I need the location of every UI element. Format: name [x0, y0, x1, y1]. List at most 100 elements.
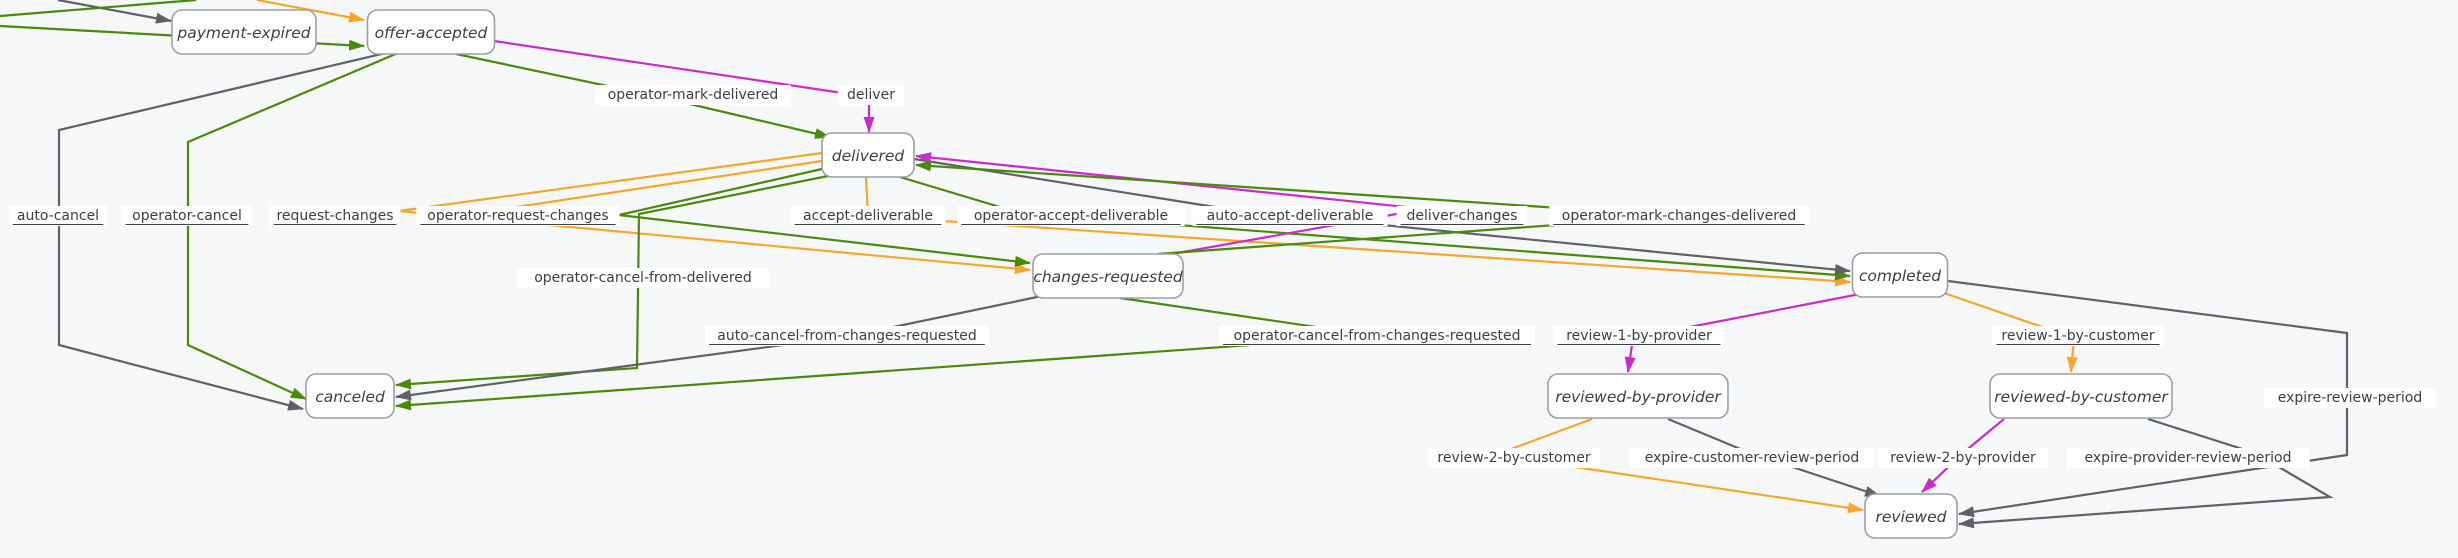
label-bg	[957, 206, 1185, 226]
label-text: operator-cancel-from-delivered	[534, 270, 752, 286]
label-text: review-2-by-provider	[1890, 450, 2036, 466]
label-text: accept-deliverable	[803, 208, 933, 224]
label-bg	[1877, 448, 2049, 468]
state-node-label: payment-expired	[176, 24, 310, 42]
state-node-reviewed[interactable]: reviewed	[1864, 493, 1958, 539]
state-node-box	[1864, 493, 1958, 539]
label-bg	[705, 326, 989, 346]
transition-label-review-1-by-provider[interactable]: review-1-by-provider	[1553, 326, 1725, 346]
label-text: operator-cancel	[132, 208, 242, 224]
label-bg	[790, 206, 946, 226]
label-bg	[2066, 448, 2310, 468]
label-bg	[595, 85, 791, 105]
label-text: deliver	[847, 87, 895, 103]
label-text: expire-customer-review-period	[1645, 450, 1860, 466]
state-node-box	[1851, 252, 1949, 298]
edge-request-changes-fan	[469, 159, 823, 216]
transition-label-operator-accept-deliverable[interactable]: operator-accept-deliverable	[957, 206, 1185, 226]
label-text: expire-provider-review-period	[2085, 450, 2292, 466]
label-text: operator-request-changes	[427, 208, 608, 224]
transition-label-request-changes[interactable]: request-changes	[269, 206, 401, 226]
state-node-box	[171, 9, 317, 55]
state-node-changes-requested[interactable]: changes-requested	[1032, 253, 1184, 299]
label-text: auto-cancel-from-changes-requested	[717, 328, 976, 344]
transition-label-expire-provider-review-period: expire-provider-review-period	[2066, 448, 2310, 468]
label-text: review-1-by-customer	[2001, 328, 2154, 344]
label-bg	[517, 268, 769, 288]
transition-label-operator-mark-changes-delivered[interactable]: operator-mark-changes-delivered	[1549, 206, 1809, 226]
state-node-label: completed	[1859, 267, 1941, 285]
label-bg	[1219, 326, 1535, 346]
label-text: auto-cancel	[17, 208, 99, 224]
label-text: expire-review-period	[2278, 390, 2423, 406]
label-text: review-2-by-customer	[1437, 450, 1590, 466]
label-text: auto-accept-deliverable	[1207, 208, 1374, 224]
state-node-box	[1547, 373, 1729, 419]
state-node-reviewed-by-provider[interactable]: reviewed-by-provider	[1547, 373, 1729, 419]
state-node-label: changes-requested	[1033, 268, 1183, 286]
label-bg	[121, 206, 253, 226]
transition-label-review-2-by-provider: review-2-by-provider	[1877, 448, 2049, 468]
label-bg	[1396, 206, 1528, 226]
state-node-payment-expired[interactable]: payment-expired	[171, 9, 317, 55]
transition-label-operator-cancel[interactable]: operator-cancel	[121, 206, 253, 226]
transition-label-expire-review-period: expire-review-period	[2264, 388, 2436, 408]
state-node-delivered[interactable]: delivered	[821, 132, 915, 178]
transition-label-auto-accept-deliverable[interactable]: auto-accept-deliverable	[1192, 206, 1388, 226]
state-node-label: reviewed	[1876, 508, 1947, 526]
label-bg	[1428, 448, 1600, 468]
label-bg	[1192, 206, 1388, 226]
state-node-box	[1989, 373, 2173, 419]
state-node-completed[interactable]: completed	[1851, 252, 1949, 298]
transition-label-expire-customer-review-period: expire-customer-review-period	[1630, 448, 1874, 468]
state-nodes: payment-expired offer-accepted delivered ch…	[171, 9, 2173, 539]
transition-label-review-2-by-customer: review-2-by-customer	[1428, 448, 1600, 468]
transition-label-review-1-by-customer[interactable]: review-1-by-customer	[1992, 326, 2164, 346]
label-bg	[2264, 388, 2436, 408]
edge-offscreen-top-left	[0, 0, 197, 18]
edge-into-payment-expired	[57, 0, 172, 24]
edge-operator-cancel-from-changes-requested	[395, 296, 1378, 411]
label-text: operator-accept-deliverable	[974, 208, 1168, 224]
label-bg	[269, 206, 401, 226]
label-text: request-changes	[276, 208, 393, 224]
transition-label-deliver: deliver	[837, 85, 905, 105]
label-text: operator-cancel-from-changes-requested	[1234, 328, 1521, 344]
transition-label-auto-cancel[interactable]: auto-cancel	[8, 206, 108, 226]
edge-into-offer-accepted	[256, 0, 365, 23]
label-bg	[1992, 326, 2164, 346]
state-node-box	[1032, 253, 1184, 299]
state-node-box	[366, 9, 496, 55]
label-bg	[837, 85, 905, 105]
label-text: deliver-changes	[1407, 208, 1518, 224]
transition-label-deliver-changes[interactable]: deliver-changes	[1396, 206, 1528, 226]
label-text: review-1-by-provider	[1566, 328, 1712, 344]
label-bg	[1553, 326, 1725, 346]
label-bg	[416, 206, 620, 226]
state-node-label: reviewed-by-provider	[1555, 388, 1722, 406]
state-node-label: delivered	[832, 147, 905, 165]
transition-label-accept-deliverable[interactable]: accept-deliverable	[790, 206, 946, 226]
label-bg	[8, 206, 108, 226]
state-node-offer-accepted[interactable]: offer-accepted	[366, 9, 496, 55]
transition-label-operator-request-changes[interactable]: operator-request-changes	[416, 206, 620, 226]
transition-label-operator-mark-delivered: operator-mark-delivered	[595, 85, 791, 105]
label-bg	[1630, 448, 1874, 468]
edge-accept-deliverable	[864, 176, 1851, 287]
transition-labels: operator-mark-delivered deliver auto-cance…	[8, 85, 2436, 468]
label-bg	[1549, 206, 1809, 226]
transition-label-operator-cancel-from-delivered: operator-cancel-from-delivered	[517, 268, 769, 288]
edge-operator-cancel-from-delivered	[395, 174, 829, 390]
transition-label-operator-cancel-from-changes-requested[interactable]: operator-cancel-from-changes-requested	[1219, 326, 1535, 346]
edge-expire-provider-review-period	[1958, 417, 2334, 529]
state-node-box	[305, 373, 395, 419]
state-node-canceled[interactable]: canceled	[305, 373, 395, 419]
state-node-label: offer-accepted	[375, 24, 488, 42]
state-node-label: canceled	[315, 388, 385, 406]
transition-label-auto-cancel-from-changes-requested[interactable]: auto-cancel-from-changes-requested	[705, 326, 989, 346]
label-text: operator-mark-delivered	[608, 87, 779, 103]
state-node-reviewed-by-customer[interactable]: reviewed-by-customer	[1989, 373, 2173, 419]
edge-operator-cancel	[186, 51, 399, 401]
